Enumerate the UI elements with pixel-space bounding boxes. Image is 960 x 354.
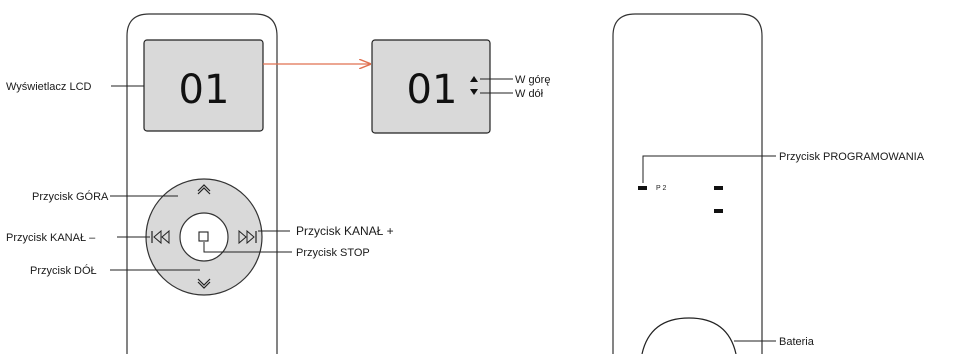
program-button[interactable] [638, 186, 647, 190]
lcd-detail-display [371, 39, 491, 134]
program-leader-line [642, 155, 776, 183]
contact-pad-2 [714, 209, 723, 213]
chevron-down-icon[interactable] [197, 278, 211, 289]
program-button-label: Przycisk PROGRAMOWANIA [779, 151, 925, 163]
lcd-detail-value: 01 [407, 67, 458, 113]
skip-previous-icon[interactable] [151, 229, 170, 245]
stop-button[interactable] [179, 212, 229, 262]
lcd-value: 01 [179, 67, 230, 113]
stop-leader-line [203, 242, 292, 253]
front-remote: 01 [6, 13, 394, 354]
channel-plus-button-label: Przycisk KANAŁ + [296, 224, 394, 238]
up-button-label: Przycisk GÓRA [32, 190, 109, 203]
back-remote: P 2 Przycisk PROGRAMOWANIA Bateria [612, 13, 925, 354]
stop-button-label: Przycisk STOP [296, 247, 370, 259]
up-down-triangles-icon [470, 76, 478, 95]
skip-next-icon[interactable] [238, 229, 257, 245]
battery-label: Bateria [779, 336, 815, 348]
down-button-label: Przycisk DÓŁ [30, 264, 97, 277]
up-direction-label: W górę [515, 74, 550, 86]
down-direction-label: W dół [515, 88, 544, 100]
lcd-detail: 01 W górę W dół [371, 39, 550, 134]
contact-pad-1 [714, 186, 723, 190]
lcd-display-label: Wyświetlacz LCD [6, 81, 92, 93]
back-remote-body [612, 13, 763, 354]
channel-minus-button-label: Przycisk KANAŁ – [6, 232, 96, 244]
chevron-up-icon[interactable] [197, 184, 211, 195]
battery-cover [641, 317, 737, 354]
p2-marking: P 2 [656, 185, 666, 192]
stop-square-icon [198, 231, 209, 242]
